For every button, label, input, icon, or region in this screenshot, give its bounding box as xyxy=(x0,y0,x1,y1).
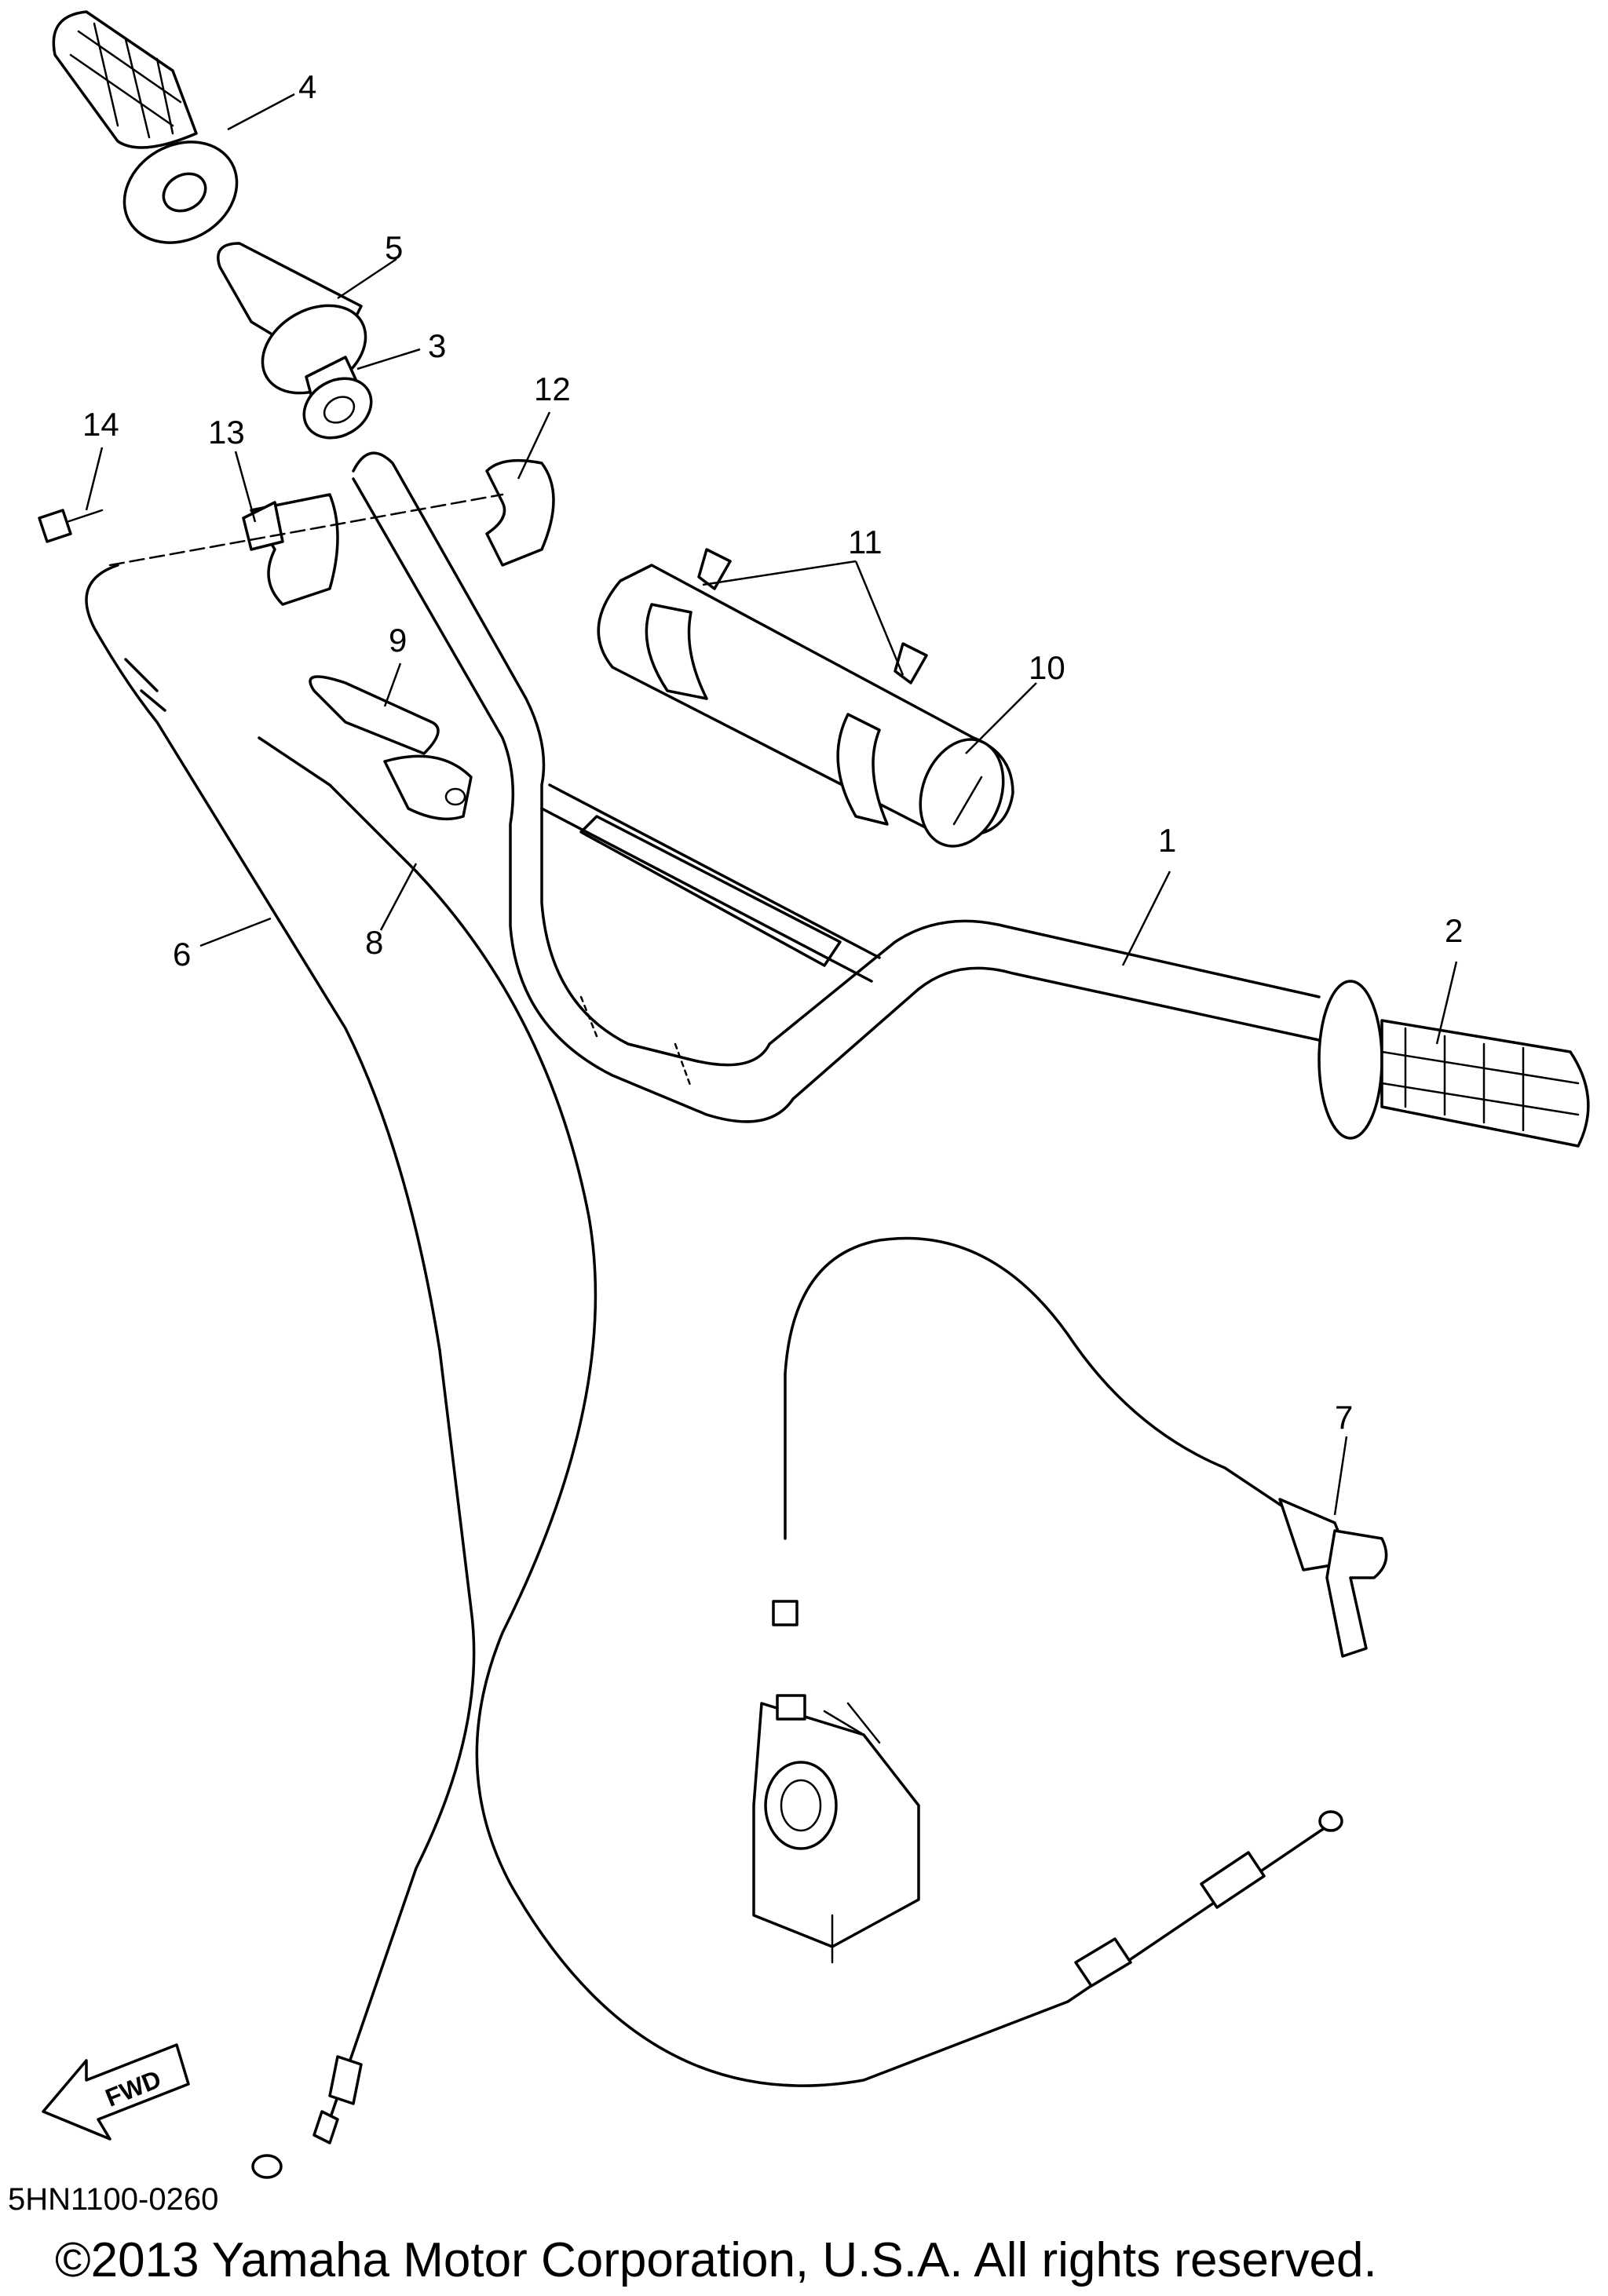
callout-7: 7 xyxy=(1335,1399,1353,1436)
drawing-code: 5HN1100-0260 xyxy=(8,2182,218,2217)
part-11-pad-straps xyxy=(645,548,928,826)
callout-9: 9 xyxy=(389,622,407,659)
part-7-choke-cable xyxy=(772,1236,1388,1658)
carburetor xyxy=(752,1694,920,1964)
callout-6: 6 xyxy=(173,936,191,973)
callout-12: 12 xyxy=(534,370,571,407)
copyright-notice: ©2013 Yamaha Motor Corporation, U.S.A. A… xyxy=(55,2233,1377,2287)
callout-5: 5 xyxy=(385,229,403,266)
fwd-arrow: FWD xyxy=(42,2043,190,2141)
part-13-clamp-lower xyxy=(242,493,339,606)
part-6-throttle-cable xyxy=(85,564,476,2179)
part-1-handlebar xyxy=(352,451,1321,1123)
callout-8: 8 xyxy=(365,924,383,961)
part-4-left-grip xyxy=(52,10,239,244)
callout-11: 11 xyxy=(848,524,883,560)
part-3-throttle-collar xyxy=(302,356,373,440)
part-8-hot-start-cable xyxy=(258,736,1343,2087)
callout-leaders xyxy=(85,93,1458,1516)
callout-14: 14 xyxy=(82,406,119,443)
callout-10: 10 xyxy=(1029,649,1065,686)
callout-numbers: 1 2 3 4 5 6 7 8 9 10 11 12 13 14 xyxy=(82,68,1463,1436)
callout-3: 3 xyxy=(428,327,446,364)
part-9-hot-start-lever xyxy=(309,675,473,821)
callout-1: 1 xyxy=(1158,822,1176,859)
callout-13: 13 xyxy=(208,414,245,451)
part-2-right-grip xyxy=(1317,980,1590,1148)
callout-2: 2 xyxy=(1445,912,1463,949)
part-12-clamp-upper xyxy=(485,458,555,567)
part-14-bolt xyxy=(38,509,104,543)
callout-4: 4 xyxy=(298,68,316,105)
part-10-handlebar-pad xyxy=(597,564,1014,848)
